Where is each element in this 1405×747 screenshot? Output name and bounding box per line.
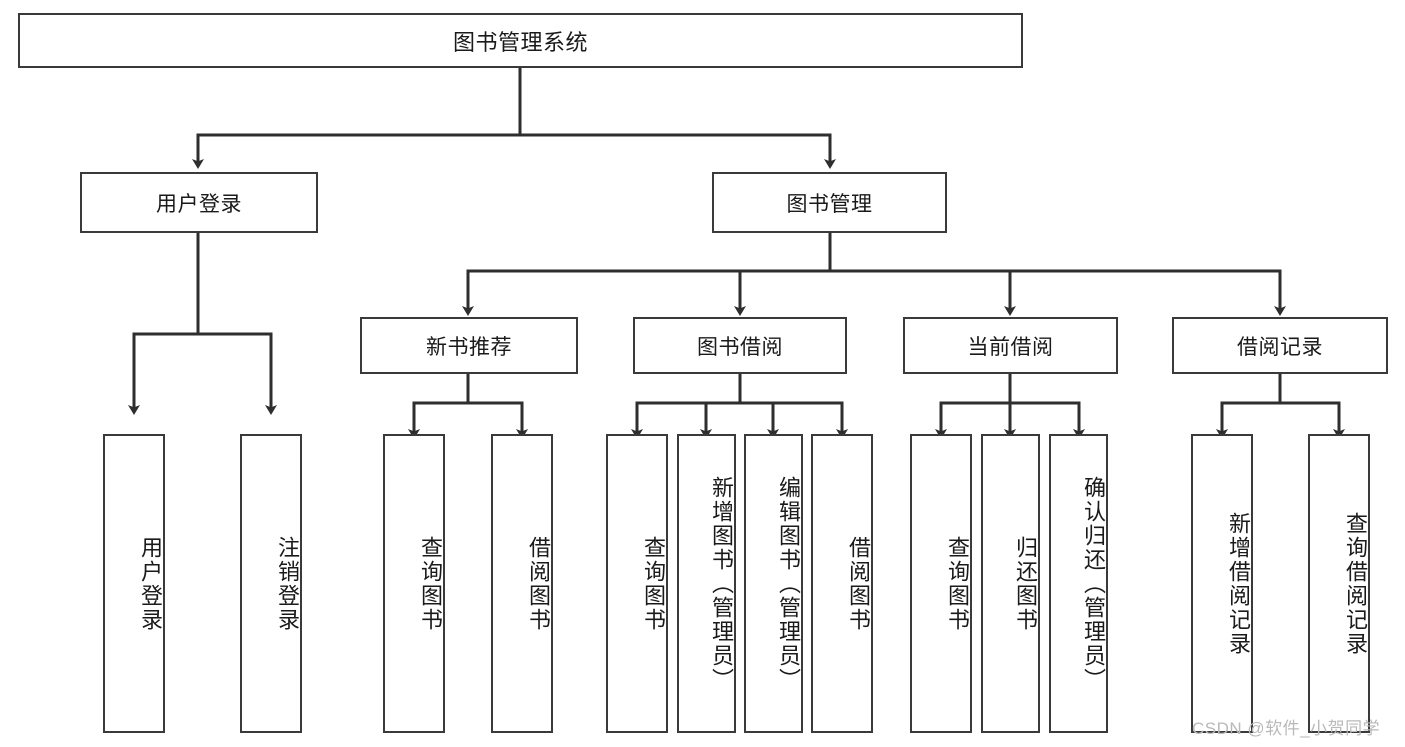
leaf-borrow-book-label: 借阅图书 (846, 535, 871, 632)
leaf-borrow-book-recommend-label: 借阅图书 (526, 535, 551, 632)
leaf-logout-label: 注销登录 (275, 535, 300, 632)
node-user-login[interactable]: 用户登录 (80, 172, 318, 233)
leaf-confirm-return-admin-label: 确认归还（管理员） (1081, 475, 1106, 692)
leaf-query-book-borrow-label: 查询图书 (641, 535, 666, 632)
leaf-query-book-recommend-label: 查询图书 (418, 535, 443, 632)
leaf-query-book-recommend[interactable]: 查询图书 (383, 434, 445, 733)
node-book-borrow-label: 图书借阅 (697, 335, 783, 359)
node-book-borrow[interactable]: 图书借阅 (633, 317, 847, 374)
node-new-book-recommend-label: 新书推荐 (426, 335, 512, 359)
leaf-query-book-current[interactable]: 查询图书 (910, 434, 972, 733)
node-current-borrow-label: 当前借阅 (967, 335, 1054, 359)
leaf-return-book[interactable]: 归还图书 (981, 434, 1040, 733)
leaf-add-book-admin-label: 新增图书（管理员） (709, 475, 734, 692)
node-borrow-record[interactable]: 借阅记录 (1172, 317, 1388, 374)
leaf-query-borrow-record-label: 查询借阅记录 (1343, 511, 1368, 656)
leaf-logout[interactable]: 注销登录 (240, 434, 302, 733)
node-book-management-label: 图书管理 (786, 192, 873, 216)
leaf-add-borrow-record[interactable]: 新增借阅记录 (1191, 434, 1253, 733)
leaf-return-book-label: 归还图书 (1013, 535, 1038, 632)
node-user-login-label: 用户登录 (156, 192, 242, 216)
leaf-add-book-admin[interactable]: 新增图书（管理员） (677, 434, 736, 733)
leaf-user-login-label: 用户登录 (138, 535, 163, 632)
leaf-query-book-current-label: 查询图书 (945, 535, 970, 632)
node-book-management[interactable]: 图书管理 (712, 172, 947, 233)
leaf-edit-book-admin[interactable]: 编辑图书（管理员） (744, 434, 803, 733)
node-borrow-record-label: 借阅记录 (1237, 335, 1323, 359)
leaf-confirm-return-admin[interactable]: 确认归还（管理员） (1049, 434, 1108, 733)
leaf-edit-book-admin-label: 编辑图书（管理员） (776, 475, 801, 692)
leaf-user-login[interactable]: 用户登录 (103, 434, 165, 733)
node-root[interactable]: 图书管理系统 (18, 13, 1023, 68)
leaf-query-borrow-record[interactable]: 查询借阅记录 (1308, 434, 1370, 733)
node-new-book-recommend[interactable]: 新书推荐 (360, 317, 578, 374)
node-current-borrow[interactable]: 当前借阅 (903, 317, 1118, 374)
csdn-watermark: CSDN @软件_小贺同学 (1192, 719, 1381, 738)
leaf-borrow-book-recommend[interactable]: 借阅图书 (491, 434, 553, 733)
leaf-add-borrow-record-label: 新增借阅记录 (1226, 511, 1251, 656)
node-root-label: 图书管理系统 (452, 29, 588, 55)
leaf-query-book-borrow[interactable]: 查询图书 (606, 434, 668, 733)
leaf-borrow-book[interactable]: 借阅图书 (811, 434, 873, 733)
